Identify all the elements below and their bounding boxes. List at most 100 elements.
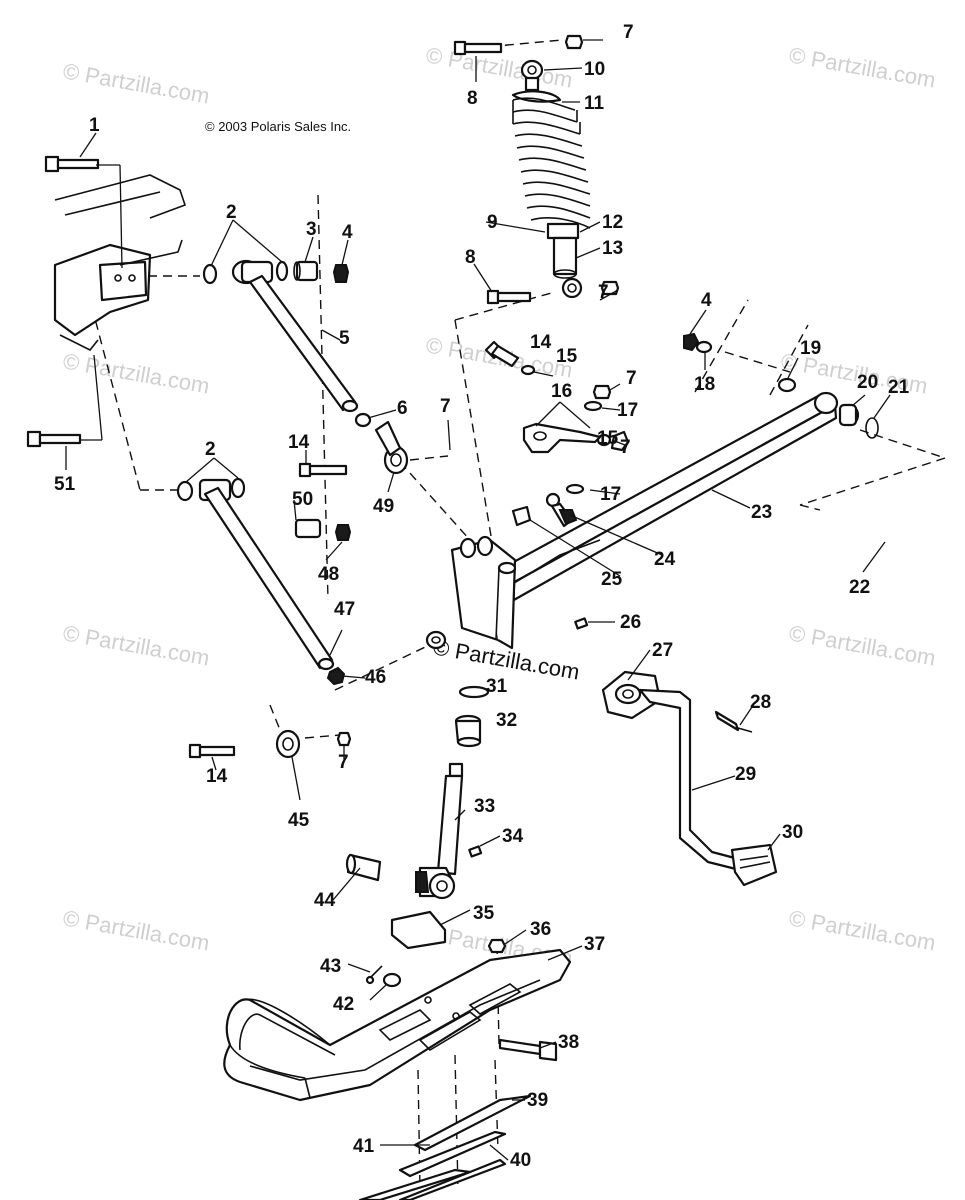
callout-labels: 1 2 2 3 4 4 5 6 7 7 7 7 7 7 8 8 9 10 11 …	[54, 22, 910, 1171]
callout-20: 20	[857, 372, 878, 393]
callout-14-top: 14	[530, 332, 552, 353]
callout-10: 10	[584, 59, 605, 80]
watermark-top-right: © Partzilla.com	[787, 42, 937, 92]
callout-51: 51	[54, 474, 76, 495]
callout-41: 41	[353, 1136, 375, 1157]
callout-50: 50	[292, 489, 313, 510]
trailing-arm-part-23	[469, 391, 839, 630]
callout-27: 27	[652, 640, 673, 661]
bolt-part-14-bottom	[188, 743, 236, 759]
callout-7-right-a: 7	[626, 368, 637, 389]
watermark-low-left: © Partzilla.com	[61, 620, 211, 670]
bolt-part-1	[44, 155, 100, 173]
spindle-part-33	[415, 762, 464, 900]
nut-part-7-lower	[336, 731, 352, 747]
callout-18: 18	[694, 374, 715, 395]
callout-46: 46	[365, 667, 386, 688]
callout-14-middle: 14	[288, 432, 310, 453]
shock-absorber	[453, 34, 620, 305]
bolt-part-51	[26, 430, 82, 448]
callout-15-mid: 15	[597, 428, 619, 449]
callout-2-upper: 2	[226, 202, 237, 223]
leader-lines	[65, 39, 891, 1161]
steering-arm-part-16	[522, 422, 602, 454]
callout-23: 23	[751, 502, 772, 523]
ski-saddle-part-35	[390, 910, 447, 950]
callout-31: 31	[486, 676, 508, 697]
watermark-bottom-left: © Partzilla.com	[61, 905, 211, 955]
nut-part-36	[487, 938, 507, 954]
watermark-top-left: © Partzilla.com	[61, 58, 211, 108]
callout-28: 28	[750, 692, 771, 713]
callout-25: 25	[601, 569, 623, 590]
callout-8-top: 8	[467, 88, 478, 109]
callout-13: 13	[602, 238, 623, 259]
callout-48: 48	[318, 564, 339, 585]
callout-4-left: 4	[342, 222, 353, 243]
bolt-part-38	[498, 1038, 558, 1062]
grease-fitting-part-34	[468, 845, 483, 858]
callout-39: 39	[527, 1090, 548, 1111]
callout-7-mid: 7	[440, 396, 451, 417]
ski-loop	[244, 998, 331, 1046]
callout-35: 35	[473, 903, 495, 924]
callout-43: 43	[320, 956, 341, 977]
callout-44: 44	[314, 890, 336, 911]
callout-7-bottom: 7	[338, 752, 349, 773]
callout-37: 37	[584, 934, 605, 955]
callout-30: 30	[782, 822, 803, 843]
cable-guide-ring	[425, 630, 447, 650]
callout-19: 19	[800, 338, 821, 359]
callout-14-bottom: 14	[206, 766, 228, 787]
watermark-bottom-right: © Partzilla.com	[787, 905, 937, 955]
bushing-part-44	[345, 853, 382, 882]
callout-9: 9	[487, 212, 498, 233]
callout-8-lower: 8	[465, 247, 476, 268]
ring-part-31	[458, 685, 490, 699]
callout-7-right-b: 7	[620, 437, 631, 458]
callout-33: 33	[474, 796, 495, 817]
assembly-dash-lines	[87, 39, 946, 1191]
callout-32: 32	[496, 710, 517, 731]
callout-7-top: 7	[623, 22, 634, 43]
upper-control-arm-rod	[248, 274, 372, 428]
callout-4-right: 4	[701, 290, 712, 311]
callout-45: 45	[288, 810, 310, 831]
callout-40: 40	[510, 1150, 531, 1171]
callout-42: 42	[333, 994, 354, 1015]
callout-7-shock: 7	[598, 282, 609, 303]
ski-part-37	[223, 948, 572, 1102]
bushing-part-25	[511, 505, 532, 527]
watermark-mid-left: © Partzilla.com	[61, 348, 211, 398]
callout-21: 21	[888, 377, 910, 398]
rod-end-part-45	[275, 729, 301, 759]
callout-2-lower: 2	[205, 439, 216, 460]
callout-1: 1	[89, 115, 100, 136]
callout-29: 29	[735, 764, 756, 785]
tie-rod-end-part-24	[545, 492, 578, 528]
bushing-part-32	[454, 714, 482, 748]
callout-26: 26	[620, 612, 641, 633]
chassis-bracket	[53, 174, 187, 352]
callout-34: 34	[502, 826, 524, 847]
watermark-low-right: © Partzilla.com	[787, 620, 937, 670]
callout-36: 36	[530, 919, 551, 940]
ski-hardware-43-42	[365, 965, 402, 988]
callout-47: 47	[334, 599, 355, 620]
callout-12: 12	[602, 212, 623, 233]
wear-bar-parts	[358, 1094, 532, 1200]
callout-38: 38	[558, 1032, 579, 1053]
steering-post-assembly	[601, 670, 778, 887]
callout-24: 24	[654, 549, 676, 570]
bolt-part-14-top	[484, 340, 520, 368]
rod-end-part-49	[374, 420, 409, 475]
callout-15-top: 15	[556, 346, 578, 367]
right-hardware	[520, 332, 879, 495]
callout-3: 3	[306, 219, 317, 240]
callout-22: 22	[849, 577, 870, 598]
callout-5: 5	[339, 328, 350, 349]
callout-17-top: 17	[617, 400, 638, 421]
callout-11: 11	[584, 93, 605, 114]
